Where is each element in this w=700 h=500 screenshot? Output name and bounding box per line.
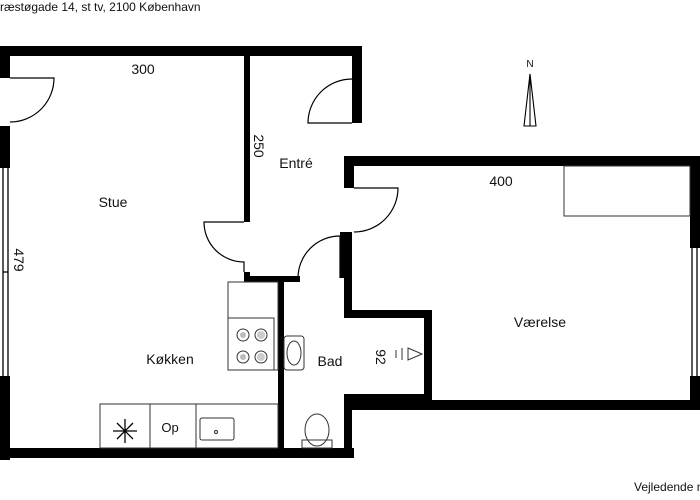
toilet-tank-icon — [301, 439, 333, 449]
wall-kitchen-bad — [278, 276, 284, 458]
doors — [9, 77, 399, 279]
shower-icon — [407, 347, 424, 361]
room-label-stue: Stue — [99, 194, 128, 210]
room-label-entre: Entré — [279, 155, 313, 171]
burner-icon — [254, 350, 268, 364]
wall-left-upper — [0, 46, 10, 78]
exterior-walls — [0, 46, 700, 460]
burner-icon — [236, 328, 250, 342]
wall-vaerelse-bottom-link — [344, 448, 354, 458]
wall-bad-right — [424, 310, 432, 400]
wall-bad-right-lower — [344, 394, 352, 458]
wall-stue-entre — [244, 56, 250, 222]
wall-bottom — [0, 448, 288, 458]
hob — [227, 317, 275, 371]
kitchen-counters — [99, 281, 279, 449]
door-stue-exterior — [9, 77, 55, 123]
dimension-entre-depth: 250 — [251, 134, 267, 158]
compass-label: N — [526, 59, 533, 70]
wall-entre-vaerelse — [344, 156, 354, 188]
door-entre-vaerelse — [353, 187, 399, 233]
wardrobe — [563, 165, 691, 217]
wall-corridor-bottom — [244, 276, 300, 282]
dimension-stue-depth: 479 — [11, 248, 27, 272]
wall-bad-right-bottom — [344, 394, 430, 402]
right-window — [691, 248, 698, 376]
dimension-bad-depth: 92 — [373, 349, 389, 365]
kitchen-sink-icon — [199, 417, 235, 441]
wall-right-upper — [690, 156, 700, 248]
burner-icon — [236, 350, 250, 364]
wall-bad-bottom — [278, 448, 352, 458]
counter-vertical — [227, 281, 279, 371]
toilet-bowl-icon — [304, 413, 330, 447]
wall-bad-top — [344, 232, 352, 314]
counter-bottom — [99, 403, 279, 449]
room-label-vaerelse: Værelse — [514, 314, 566, 330]
wall-vaerelse-stub — [340, 232, 346, 278]
wall-top-right — [352, 156, 700, 166]
room-label-bad: Bad — [318, 353, 343, 369]
burner-icon — [254, 328, 268, 342]
wall-vaerelse-bottom — [344, 400, 700, 410]
footer-note: Vejledende n — [634, 480, 700, 494]
wall-left-mid — [0, 126, 10, 168]
left-window — [2, 168, 9, 376]
interior-walls — [244, 56, 700, 458]
address-header: ræstøgade 14, st tv, 2100 København — [0, 0, 201, 14]
dimension-stue-width: 300 — [131, 61, 155, 77]
wall-left-lower — [0, 376, 10, 460]
wash-basin-icon — [283, 335, 305, 371]
door-entre-front — [307, 78, 353, 124]
wall-bad-right-top — [344, 310, 430, 318]
wall-right-lower — [690, 376, 700, 400]
oven-label: Op — [161, 420, 178, 435]
bathroom-fixtures — [283, 335, 424, 449]
wall-top-left — [0, 46, 358, 56]
door-bad — [297, 235, 341, 279]
wall-step — [352, 46, 362, 123]
dimension-vaerelse-width: 400 — [489, 173, 513, 189]
room-label-kokken: Køkken — [146, 351, 193, 367]
north-arrow-icon — [523, 73, 537, 127]
door-stue-entre — [203, 221, 245, 272]
freezer-icon — [113, 419, 137, 443]
